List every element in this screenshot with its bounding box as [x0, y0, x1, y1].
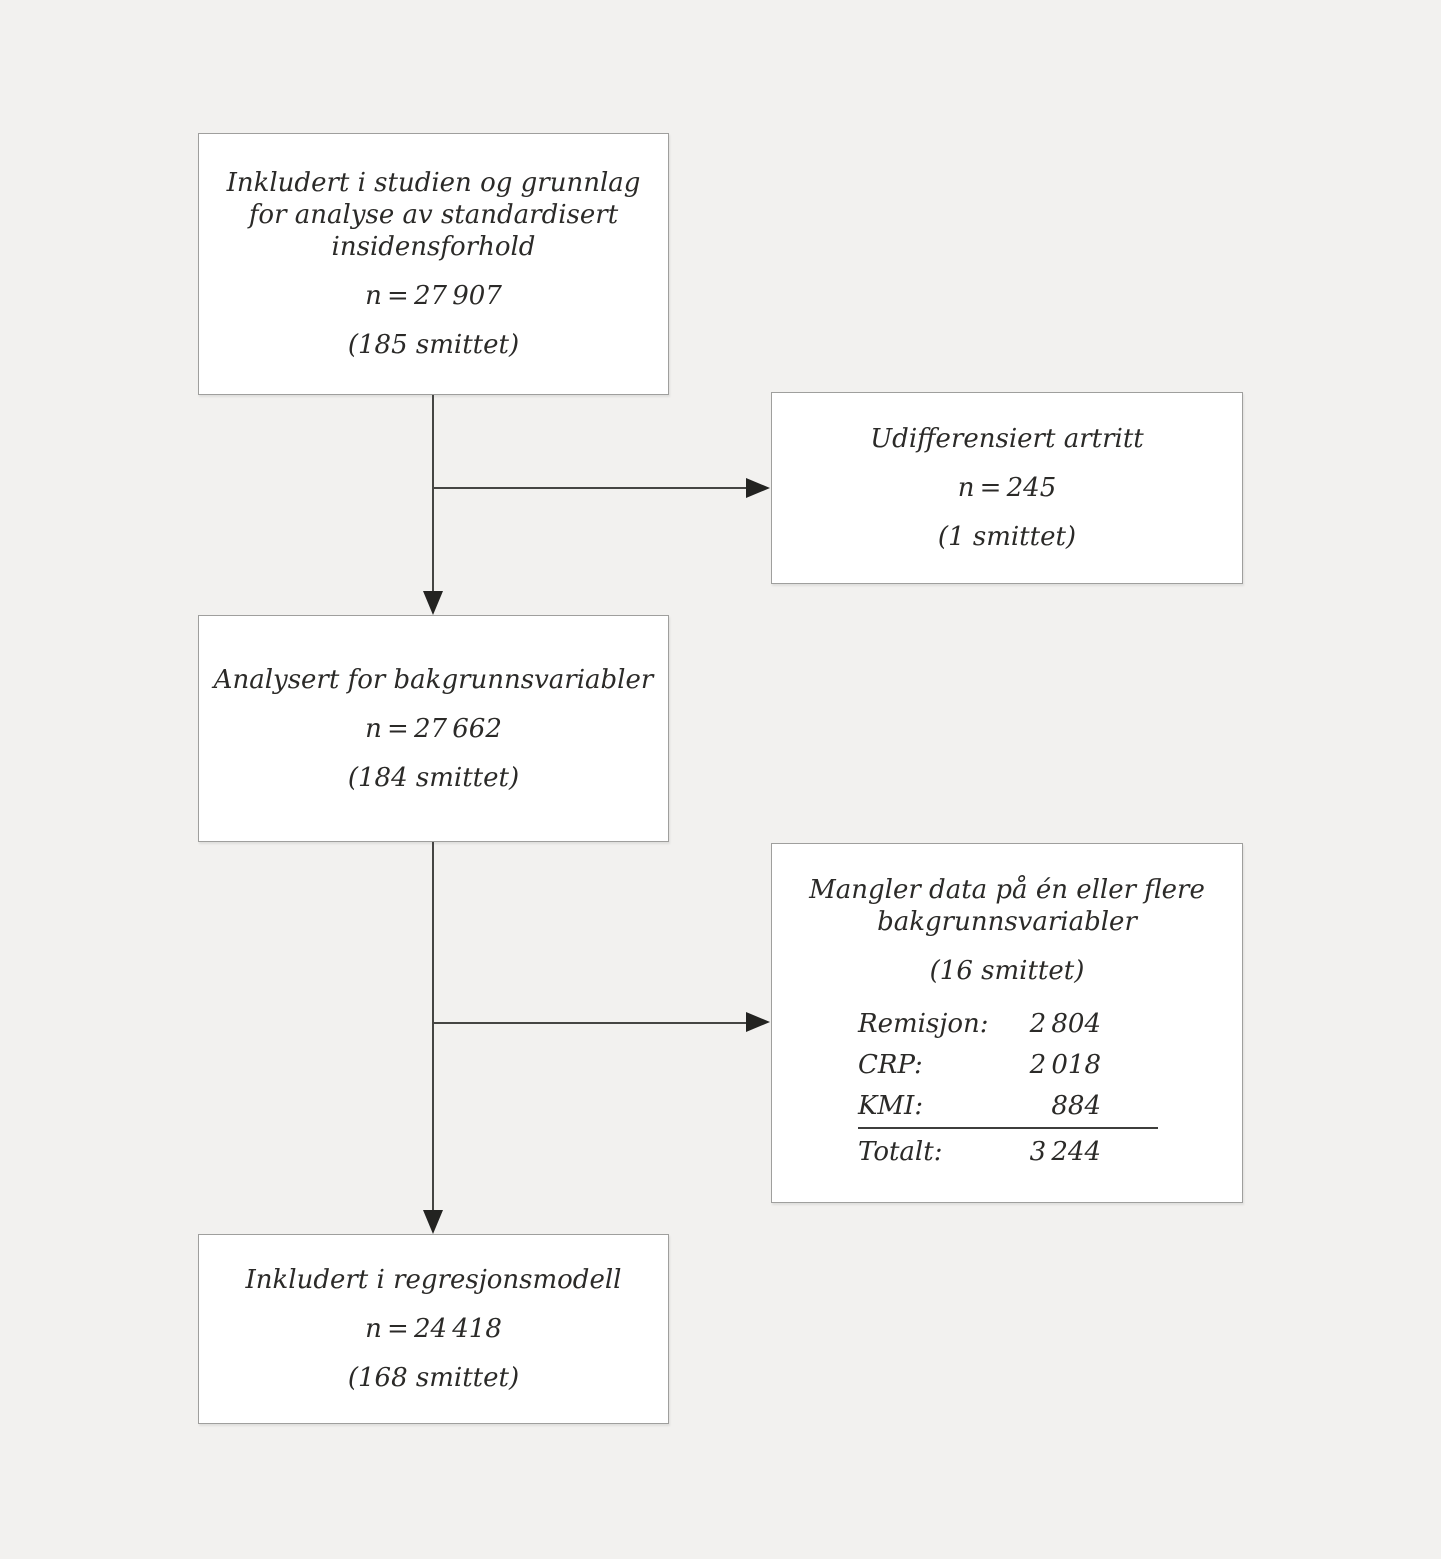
box-infected-count: (168 smittet)	[347, 1363, 520, 1393]
connector-to-missing-data	[433, 1022, 746, 1024]
box-infected-count: (185 smittet)	[347, 330, 520, 360]
box-n-value: n = 27 662	[365, 713, 502, 744]
table-row: Remisjon: 2 804	[858, 1004, 1158, 1045]
box-n-value: n = 24 418	[365, 1314, 502, 1344]
down-arrowhead-icon	[423, 591, 443, 615]
connector-analyzed-to-regression	[432, 842, 434, 1210]
table-total-row: Totalt: 3 244	[858, 1129, 1158, 1173]
row-value: 2 804	[1029, 1008, 1101, 1039]
box-analyzed-background-variables: Analysert for bakgrunnsvariabler n = 27 …	[198, 615, 669, 842]
table-row: CRP: 2 018	[858, 1045, 1158, 1086]
box-included-study: Inkludert i studien og grunnlag for anal…	[198, 133, 669, 395]
row-label: Totalt:	[858, 1136, 943, 1167]
table-row: KMI: 884	[858, 1086, 1158, 1129]
right-arrowhead-icon	[746, 1012, 770, 1032]
connector-included-to-analyzed	[432, 395, 434, 593]
box-infected-count: (184 smittet)	[347, 762, 520, 793]
box-title: Inkludert i studien og grunnlag for anal…	[226, 168, 641, 262]
down-arrowhead-icon	[423, 1210, 443, 1234]
box-missing-data: Mangler data på én eller flere bakgrunns…	[771, 843, 1243, 1203]
row-label: CRP:	[858, 1049, 923, 1080]
row-value: 3 244	[1029, 1136, 1101, 1167]
box-title: Analysert for bakgrunnsvariabler	[213, 664, 654, 695]
box-infected-count: (16 smittet)	[929, 955, 1085, 986]
box-regression-model: Inkludert i regresjonsmodell n = 24 418 …	[198, 1234, 669, 1424]
box-title: Udifferensiert artritt	[870, 424, 1144, 454]
missing-data-table: Remisjon: 2 804 CRP: 2 018 KMI: 884 Tota…	[858, 1004, 1158, 1173]
box-infected-count: (1 smittet)	[937, 522, 1077, 552]
row-value: 2 018	[1029, 1049, 1101, 1080]
box-n-value: n = 27 907	[365, 281, 502, 311]
box-undifferentiated-arthritis: Udifferensiert artritt n = 245 (1 smitte…	[771, 392, 1243, 584]
box-n-value: n = 245	[957, 473, 1057, 503]
box-title: Mangler data på én eller flere bakgrunns…	[809, 874, 1205, 937]
row-label: KMI:	[858, 1090, 924, 1121]
right-arrowhead-icon	[746, 478, 770, 498]
row-value: 884	[1051, 1090, 1101, 1121]
box-title: Inkludert i regresjonsmodell	[245, 1265, 622, 1295]
row-label: Remisjon:	[858, 1008, 989, 1039]
connector-to-undifferentiated	[433, 487, 746, 489]
